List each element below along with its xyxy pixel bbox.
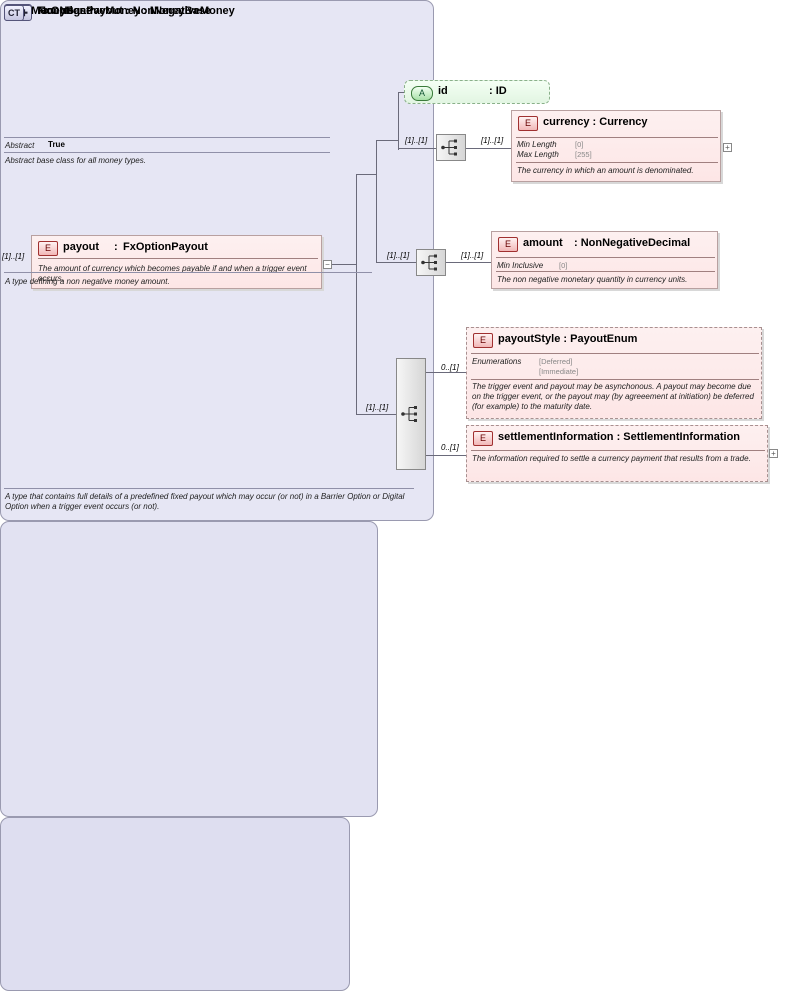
payout-element[interactable]: E payout : FxOptionPayout The amount of …	[31, 235, 322, 289]
divider	[471, 450, 765, 451]
divider	[471, 379, 759, 380]
settlement-title: settlementInformation : SettlementInform…	[498, 431, 741, 443]
amount-cardinality: [1]..[1]	[461, 251, 484, 260]
settlement-cardinality: 0..[1]	[441, 443, 459, 452]
ct-moneybase: CT MoneyBase Abstract True Abstract base…	[0, 5, 350, 991]
outer-seq-cardinality: [1]..[1]	[366, 403, 389, 412]
divider	[471, 353, 759, 354]
payoutstyle-doc: The trigger event and payout may be asyn…	[472, 382, 754, 411]
abstract-label: Abstract	[5, 141, 35, 150]
element-badge: E	[473, 333, 493, 348]
divider	[516, 162, 718, 163]
max-length-label: Max Length	[517, 150, 559, 159]
divider	[496, 271, 715, 272]
connector	[446, 262, 492, 263]
expand-toggle[interactable]: +	[769, 449, 778, 458]
enumerations-label: Enumerations	[472, 357, 522, 366]
amount-seq-cardinality: [1]..[1]	[387, 251, 410, 260]
divider	[4, 272, 372, 273]
connector	[426, 372, 468, 373]
min-length-value: [0]	[575, 140, 584, 149]
amount-doc: The non negative monetary quantity in cu…	[497, 275, 688, 284]
element-badge: E	[38, 241, 58, 256]
min-length-label: Min Length	[517, 140, 557, 149]
currency-doc: The currency in which an amount is denom…	[517, 166, 694, 175]
ct-moneybase-title: MoneyBase	[31, 5, 93, 17]
enum-value-immediate: [Immediate]	[539, 367, 579, 376]
connector	[330, 264, 356, 265]
min-inclusive-label: Min Inclusive	[497, 261, 544, 270]
sequence-compositor[interactable]	[396, 358, 426, 470]
currency-element[interactable]: E currency : Currency Min Length [0] Max…	[511, 110, 721, 182]
amount-element[interactable]: E amount : NonNegativeDecimal Min Inclus…	[491, 231, 718, 289]
connector	[426, 455, 468, 456]
connector	[356, 174, 376, 175]
amount-name: amount	[523, 237, 563, 249]
settlement-element[interactable]: E settlementInformation : SettlementInfo…	[466, 425, 768, 482]
element-badge: E	[473, 431, 493, 446]
sequence-compositor[interactable]	[436, 134, 466, 161]
root-cardinality: [1]..[1]	[2, 252, 25, 261]
element-badge: E	[498, 237, 518, 252]
connector	[356, 174, 357, 414]
sequence-icon	[441, 139, 457, 156]
connector	[398, 92, 408, 93]
attribute-id[interactable]: A id : ID	[404, 80, 550, 104]
currency-seq-cardinality: [1]..[1]	[405, 136, 428, 145]
divider	[4, 488, 414, 489]
max-length-value: [255]	[575, 150, 592, 159]
payoutstyle-element[interactable]: E payoutStyle : PayoutEnum Enumerations …	[466, 327, 762, 419]
element-badge: E	[518, 116, 538, 131]
attribute-id-name: id	[438, 85, 448, 97]
ct-fxoptionpayout-title: FxOptionPayout : NonNegativeMoney	[38, 5, 235, 17]
divider	[38, 258, 318, 259]
divider	[4, 137, 330, 138]
sequence-compositor[interactable]	[416, 249, 446, 276]
divider	[516, 137, 718, 138]
currency-title: currency : Currency	[543, 116, 648, 128]
payout-type: FxOptionPayout	[123, 241, 208, 253]
payout-name: payout	[63, 241, 100, 253]
sequence-icon	[421, 254, 437, 271]
ct-fxoptionpayout-doc: A type that contains full details of a p…	[5, 492, 405, 511]
abstract-value: True	[48, 140, 65, 149]
ct-nonnegativemoney: CT✚ NonNegativeMoney : MoneyBase A type …	[0, 5, 378, 817]
complex-type-badge: CT	[4, 5, 24, 21]
settlement-doc: The information required to settle a cur…	[472, 454, 751, 463]
connector	[398, 92, 399, 150]
payoutstyle-cardinality: 0..[1]	[441, 363, 459, 372]
ct-nonnegativemoney-doc: A type defining a non negative money amo…	[5, 277, 170, 286]
connector	[466, 148, 512, 149]
enum-value-deferred: [Deferred]	[539, 357, 573, 366]
expand-toggle[interactable]: +	[723, 143, 732, 152]
ct-nonnegativemoney-title: NonNegativeMoney : MoneyBase	[38, 5, 211, 17]
divider	[496, 257, 715, 258]
collapse-toggle[interactable]: −	[323, 260, 332, 269]
sequence-icon	[401, 406, 417, 422]
payout-type-separator: :	[114, 241, 118, 253]
connector	[376, 140, 398, 141]
connector	[376, 262, 416, 263]
amount-type: : NonNegativeDecimal	[574, 237, 691, 249]
connector	[356, 414, 396, 415]
connector	[376, 140, 377, 262]
connector	[398, 148, 436, 149]
ct-moneybase-doc: Abstract base class for all money types.	[5, 156, 146, 165]
min-inclusive-value: [0]	[559, 261, 568, 270]
payout-doc: The amount of currency which becomes pay…	[38, 264, 307, 283]
attribute-badge: A	[411, 86, 433, 101]
payoutstyle-title: payoutStyle : PayoutEnum	[498, 333, 638, 345]
divider	[4, 152, 330, 153]
currency-cardinality: [1]..[1]	[481, 136, 504, 145]
attribute-id-type: : ID	[489, 85, 507, 97]
